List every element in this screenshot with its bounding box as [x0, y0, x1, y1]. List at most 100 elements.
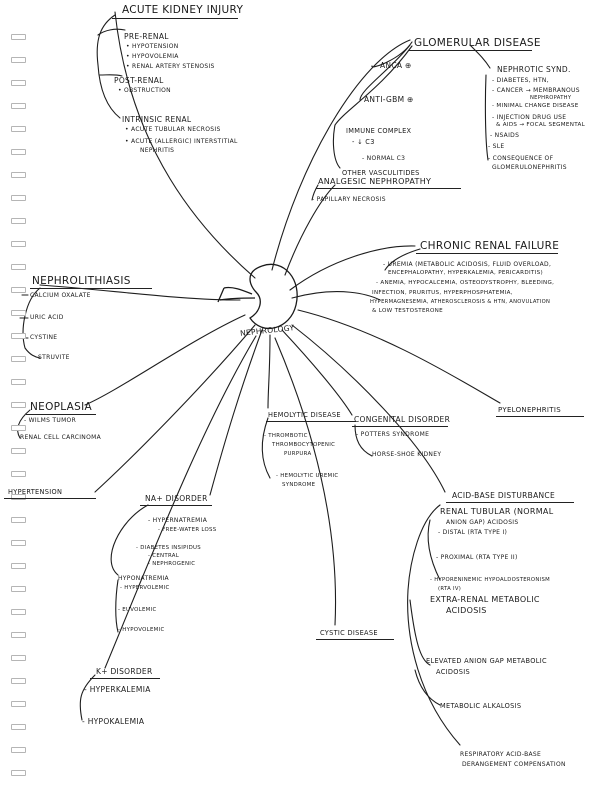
branch-neoplasia — [84, 314, 246, 406]
acidbase-respiratory2: Derangement Compensation — [462, 761, 566, 768]
sodium-hyper-item: - Nephrogenic — [148, 561, 196, 567]
congenital-item: - Potters syndrome — [356, 431, 430, 438]
sodium-hypo-item: - Hypervolemic — [120, 585, 170, 591]
acidbase-title: Acid-Base Disturbance — [452, 491, 556, 500]
nephrotic-item: - Cancer → Membranous — [492, 87, 580, 94]
hemolytic-title: Hemolytic Disease — [268, 411, 341, 419]
acidbase-rta: Renal Tubular (Normal — [440, 507, 554, 516]
nephrotic-item: glomerulonephritis — [492, 164, 567, 171]
glomerular-immune-low: - ↓ C3 — [352, 138, 375, 146]
branch-crf — [289, 245, 416, 291]
branch-aki — [114, 11, 256, 279]
kidney-icon — [217, 263, 298, 329]
branch-cystic — [274, 337, 337, 626]
stone-item: Cystine — [30, 334, 58, 341]
hypertension-label: Hypertension — [8, 488, 63, 496]
branch-acidbase — [291, 324, 446, 493]
analgesic-item: - Papillary Necrosis — [312, 196, 386, 203]
nephrotic-item: - Diabetes, HTN, — [492, 77, 549, 84]
congenital-title: Congenital Disorder — [354, 415, 451, 424]
branch-hypertension — [94, 324, 256, 493]
glomerular-immune-normal: - Normal C3 — [362, 155, 406, 162]
crf-line: hypermagnesemia, atherosclerosis & HTN, … — [370, 299, 551, 305]
neoplasia-item: - Wilms tumor — [24, 417, 77, 424]
sodium-hyper: - Hypernatremia — [148, 517, 208, 524]
acidbase-rta-item: - Distal (RTA Type I) — [438, 529, 508, 536]
acidbase-rta-item: (RTA IV) — [438, 586, 462, 592]
congenital-item: Horse-shoe kidney — [372, 451, 442, 458]
aki-prerenal: Pre-Renal — [124, 32, 169, 41]
cystic-label: Cystic Disease — [320, 629, 378, 637]
acidbase-elevated2: Acidosis — [436, 668, 470, 676]
glomerular-other: Other Vasculitides — [342, 169, 420, 177]
crf-line: infection, pruritus, hyperphosphatemia, — [372, 290, 513, 296]
nephrotic-item: - Injection drug use — [492, 114, 567, 121]
branch-glomerular — [271, 39, 411, 271]
glomerular-immune: Immune Complex — [346, 127, 412, 135]
acidbase-extrarenal2: Acidosis — [446, 606, 487, 615]
aki-intrinsic-item: nephritis — [140, 147, 175, 154]
aki-intrinsic-item: • Acute (allergic) interstitial — [125, 138, 238, 145]
crf-title: Chronic Renal Failure — [420, 240, 560, 252]
branch-pyelonephritis — [297, 309, 501, 404]
sodium-hyper-item: - Diabetes insipidus — [136, 545, 202, 551]
aki-postrenal: Post-Renal — [114, 76, 164, 85]
acidbase-elevated: Elevated Anion Gap Metabolic — [426, 657, 547, 665]
nephrotic-item: & AIDS → Focal segmental — [496, 122, 586, 128]
crf-line: - Uremia (metabolic acidosis, fluid over… — [383, 261, 552, 268]
crf-line: encephalopathy, hyperkalemia, pericardit… — [388, 270, 543, 276]
hemolytic-item: - Thrombotic — [264, 433, 308, 439]
acidbase-rta-item: - Proximal (RTA Type II) — [436, 554, 518, 561]
hemolytic-item: purpura — [284, 451, 312, 457]
acidbase-respiratory: Respiratory Acid-Base — [460, 751, 542, 758]
sodium-hyper-item: - Central — [148, 553, 180, 559]
crf-line: & low testosterone — [372, 308, 444, 314]
potassium-title: K+ Disorder — [96, 667, 153, 676]
stone-item: Calcium oxalate — [30, 292, 91, 299]
aki-prerenal-item: • Hypovolemia — [126, 53, 179, 60]
analgesic-title: Analgesic Nephropathy — [318, 177, 432, 186]
nephrotic-item: - Consequence of — [488, 155, 554, 162]
nephrotic-item: nephropathy — [530, 95, 572, 101]
branch-analgesic — [284, 184, 336, 276]
sodium-title: Na+ Disorder — [145, 494, 208, 503]
pyelonephritis-label: Pyelonephritis — [498, 406, 561, 414]
branch-potassium — [104, 335, 257, 669]
aki-postrenal-item: • Obstruction — [118, 87, 171, 94]
branch-congenital — [281, 329, 353, 416]
hemolytic-item: - Hemolytic uremic — [276, 473, 339, 479]
crf-line: - Anemia, hypocalcemia, osteodystrophy, … — [376, 280, 555, 286]
acidbase-alkalosis: Metabolic Alkalosis — [440, 702, 522, 710]
aki-intrinsic: Intrinsic Renal — [122, 115, 192, 124]
glomerular-antigbm: Anti-GBM ⊕ — [364, 95, 414, 104]
acidbase-rta-item: - Hyporeninemic Hypoaldosteronism — [430, 577, 551, 583]
neoplasia-title: Neoplasia — [30, 401, 93, 413]
nephrolithiasis-title: Nephrolithiasis — [32, 275, 131, 287]
potassium-item: - Hyperkalemia — [84, 685, 151, 694]
acidbase-rta2: Anion Gap) Acidosis — [446, 519, 519, 526]
neoplasia-item: Renal cell carcinoma — [20, 434, 101, 441]
sodium-hypo: Hyponatremia — [118, 575, 169, 582]
glomerular-nephrotic: Nephrotic Synd. — [497, 65, 571, 74]
glomerular-title: Glomerular Disease — [414, 37, 541, 49]
aki-prerenal-item: • Renal artery stenosis — [126, 63, 215, 70]
branch-nephrolithiasis — [39, 284, 241, 301]
aki-intrinsic-item: • Acute tubular necrosis — [125, 126, 221, 133]
branch-hemolytic — [267, 334, 271, 409]
stone-item: Struvite — [38, 354, 70, 361]
branch-sodium — [209, 329, 263, 496]
hemolytic-item: syndrome — [282, 482, 316, 488]
stone-item: Uric acid — [30, 314, 64, 321]
aki-title: Acute Kidney Injury — [122, 4, 244, 16]
nephrotic-item: - NSAIDs — [490, 132, 520, 139]
sodium-hypo-item: - Euvolemic — [118, 607, 157, 613]
hemolytic-item: thrombocytopenic — [272, 442, 336, 448]
nephrotic-item: - SLE — [488, 143, 505, 150]
acidbase-extrarenal: Extra-Renal Metabolic — [430, 595, 540, 604]
branch-crf-2 — [291, 291, 381, 301]
sodium-hyper-item: - Free-water loss — [158, 527, 217, 533]
aki-prerenal-item: • Hypotension — [126, 43, 179, 50]
nephrotic-item: - Minimal change disease — [492, 103, 579, 109]
glomerular-anca: ANCA ⊕ — [380, 61, 412, 70]
